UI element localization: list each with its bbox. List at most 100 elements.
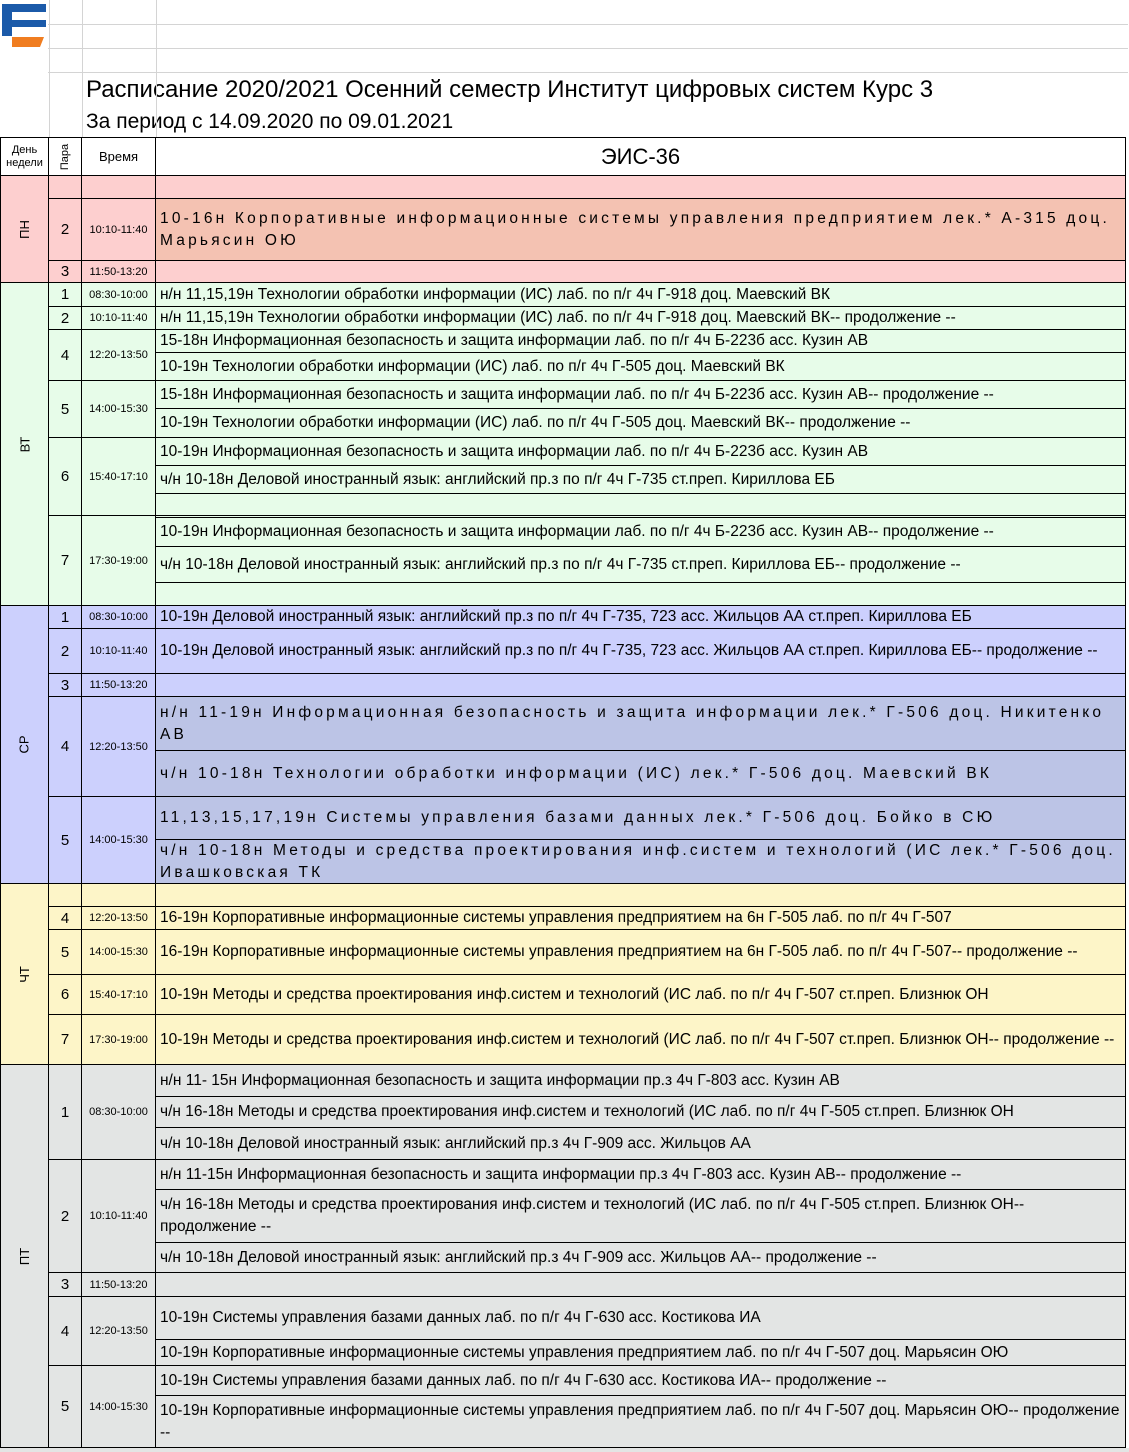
pair-time: 10:10-11:40 [81,628,156,674]
schedule-entry: н/н 11,15,19н Технологии обработки инфор… [155,306,1126,330]
entry-text: 10-19н Информационная безопасность и защ… [160,523,994,540]
schedule-entry [155,260,1126,283]
schedule-entry: ч/н 10-18н Деловой иностранный язык: анг… [155,1242,1126,1273]
entry-text: ч/н 10-18н Деловой иностранный язык: анг… [160,555,961,573]
pair-number: 2 [48,198,82,261]
pair-number: 1 [48,282,82,307]
schedule-entry: 16-19н Корпоративные информационные сист… [155,906,1126,930]
grid-line [48,24,1128,25]
schedule-entry: 15-18н Информационная безопасность и защ… [155,380,1126,409]
pair-time: 11:50-13:20 [81,1272,156,1297]
pair-time: 17:30-19:00 [81,515,156,606]
day-label-ПН: ПН [0,175,49,283]
pair-time: 08:30-10:00 [81,282,156,307]
entry-text: 10-19н Методы и средства проектирования … [160,985,989,1003]
pair-time: 11:50-13:20 [81,673,156,697]
schedule-entry: 10-19н Системы управления базами данных … [155,1365,1126,1396]
grid-line [82,0,83,138]
schedule-entry: 10-19н Системы управления базами данных … [155,1296,1126,1340]
entry-text: 10-19н Системы управления базами данных … [160,1309,761,1326]
day-label-ЧТ: ЧТ [0,883,49,1065]
schedule-entry: 10-19н Корпоративные информационные сист… [155,1339,1126,1366]
pair-number: 5 [48,929,82,975]
entry-text: 10-19н Технологии обработки информации (… [160,414,911,431]
entry-text: н/н 11-15н Информационная безопасность и… [160,1165,962,1183]
schedule-entry [155,883,1126,907]
schedule-entry: н/н 11- 15н Информационная безопасность … [155,1064,1126,1097]
entry-text: н/н 11,15,19н Технологии обработки инфор… [160,285,830,303]
pair-time: 12:20-13:50 [81,696,156,797]
pair-number: 4 [48,696,82,797]
day-label-СР: СР [0,605,49,884]
pair-number: 4 [48,1296,82,1366]
entry-text: н/н 11- 15н Информационная безопасность … [160,1071,840,1089]
pair-number: 6 [48,437,82,516]
entry-text: н/н 11-19н Информационная безопасность и… [160,703,1105,743]
pair-time: 08:30-10:00 [81,1064,156,1160]
pair-number: 5 [48,1365,82,1448]
schedule-entry: 10-19н Информационная безопасность и защ… [155,437,1126,466]
schedule-entry: н/н 11-19н Информационная безопасность и… [155,696,1126,751]
header-group: ЭИС-36 [155,137,1126,176]
grid-line [49,0,50,138]
entry-text: 10-19н Корпоративные информационные сист… [160,1343,1009,1361]
pair-time [81,175,156,199]
schedule-entry [155,673,1126,697]
schedule-entry: ч/н 16-18н Методы и средства проектирова… [155,1189,1126,1243]
schedule-entry [155,1272,1126,1297]
pair-time: 14:00-15:30 [81,380,156,438]
header-day: День недели [0,137,49,176]
pair-time: 14:00-15:30 [81,796,156,884]
pair-number: 1 [48,1064,82,1160]
pair-time: 12:20-13:50 [81,329,156,381]
pair-time: 17:30-19:00 [81,1014,156,1065]
pair-time: 14:00-15:30 [81,929,156,975]
pair-time: 12:20-13:50 [81,1296,156,1366]
pair-number: 7 [48,515,82,606]
entry-text: 10-19н Системы управления базами данных … [160,1371,887,1389]
schedule-entry: 10-19н Деловой иностранный язык: английс… [155,605,1126,629]
pair-number: 3 [48,673,82,697]
page-subtitle: За период с 14.09.2020 по 09.01.2021 [86,110,454,133]
schedule-entry: ч/н 10-18н Деловой иностранный язык: анг… [155,1127,1126,1160]
sheet-bottom-strip [0,1448,1129,1452]
page-title: Расписание 2020/2021 Осенний семестр Инс… [86,76,934,103]
schedule-entry: 10-19н Информационная безопасность и защ… [155,517,1126,547]
pair-time: 10:10-11:40 [81,1159,156,1273]
header-time: Время [81,137,156,176]
pair-time: 12:20-13:50 [81,906,156,930]
entry-text: 10-19н Деловой иностранный язык: английс… [160,642,1098,659]
schedule-entry: 10-19н Технологии обработки информации (… [155,352,1126,381]
entry-text: ч/н 16-18н Методы и средства проектирова… [160,1103,1014,1120]
grid-line [48,48,1128,49]
pair-time: 11:50-13:20 [81,260,156,283]
pair-time: 15:40-17:10 [81,974,156,1015]
entry-text: 10-19н Технологии обработки информации (… [160,357,785,375]
pair-time: 08:30-10:00 [81,605,156,629]
grid-line [156,0,157,138]
schedule-entry: н/н 11,15,19н Технологии обработки инфор… [155,282,1126,307]
pair-number: 3 [48,1272,82,1297]
schedule-entry: 16-19н Корпоративные информационные сист… [155,929,1126,975]
day-label-ПТ: ПТ [0,1064,49,1448]
entry-text: 10-19н Информационная безопасность и защ… [160,442,869,460]
pair-number: 7 [48,1014,82,1065]
entry-text: ч/н 16-18н Методы и средства проектирова… [160,1196,1025,1235]
pair-number: 4 [48,906,82,930]
schedule-entry: 15-18н Информационная безопасность и защ… [155,329,1126,353]
pair-number: 6 [48,974,82,1015]
schedule-entry: 10-19н Методы и средства проектирования … [155,1014,1126,1065]
schedule-entry: 10-19н Деловой иностранный язык: английс… [155,628,1126,674]
entry-text: ч/н 10-18н Деловой иностранный язык: анг… [160,1248,877,1266]
pair-time: 10:10-11:40 [81,198,156,261]
schedule-entry: н/н 11-15н Информационная безопасность и… [155,1159,1126,1190]
schedule-entry: 10-19н Корпоративные информационные сист… [155,1395,1126,1448]
schedule-entry: ч/н 10-18н Методы и средства проектирова… [155,839,1126,884]
schedule-entry [155,175,1126,199]
university-logo-icon [0,0,48,48]
pair-number: 5 [48,380,82,438]
entry-text: 10-16н Корпоративные информационные сист… [160,209,1110,249]
schedule-entry: ч/н 10-18н Деловой иностранный язык: анг… [155,546,1126,583]
entry-text: 15-18н Информационная безопасность и защ… [160,385,994,403]
